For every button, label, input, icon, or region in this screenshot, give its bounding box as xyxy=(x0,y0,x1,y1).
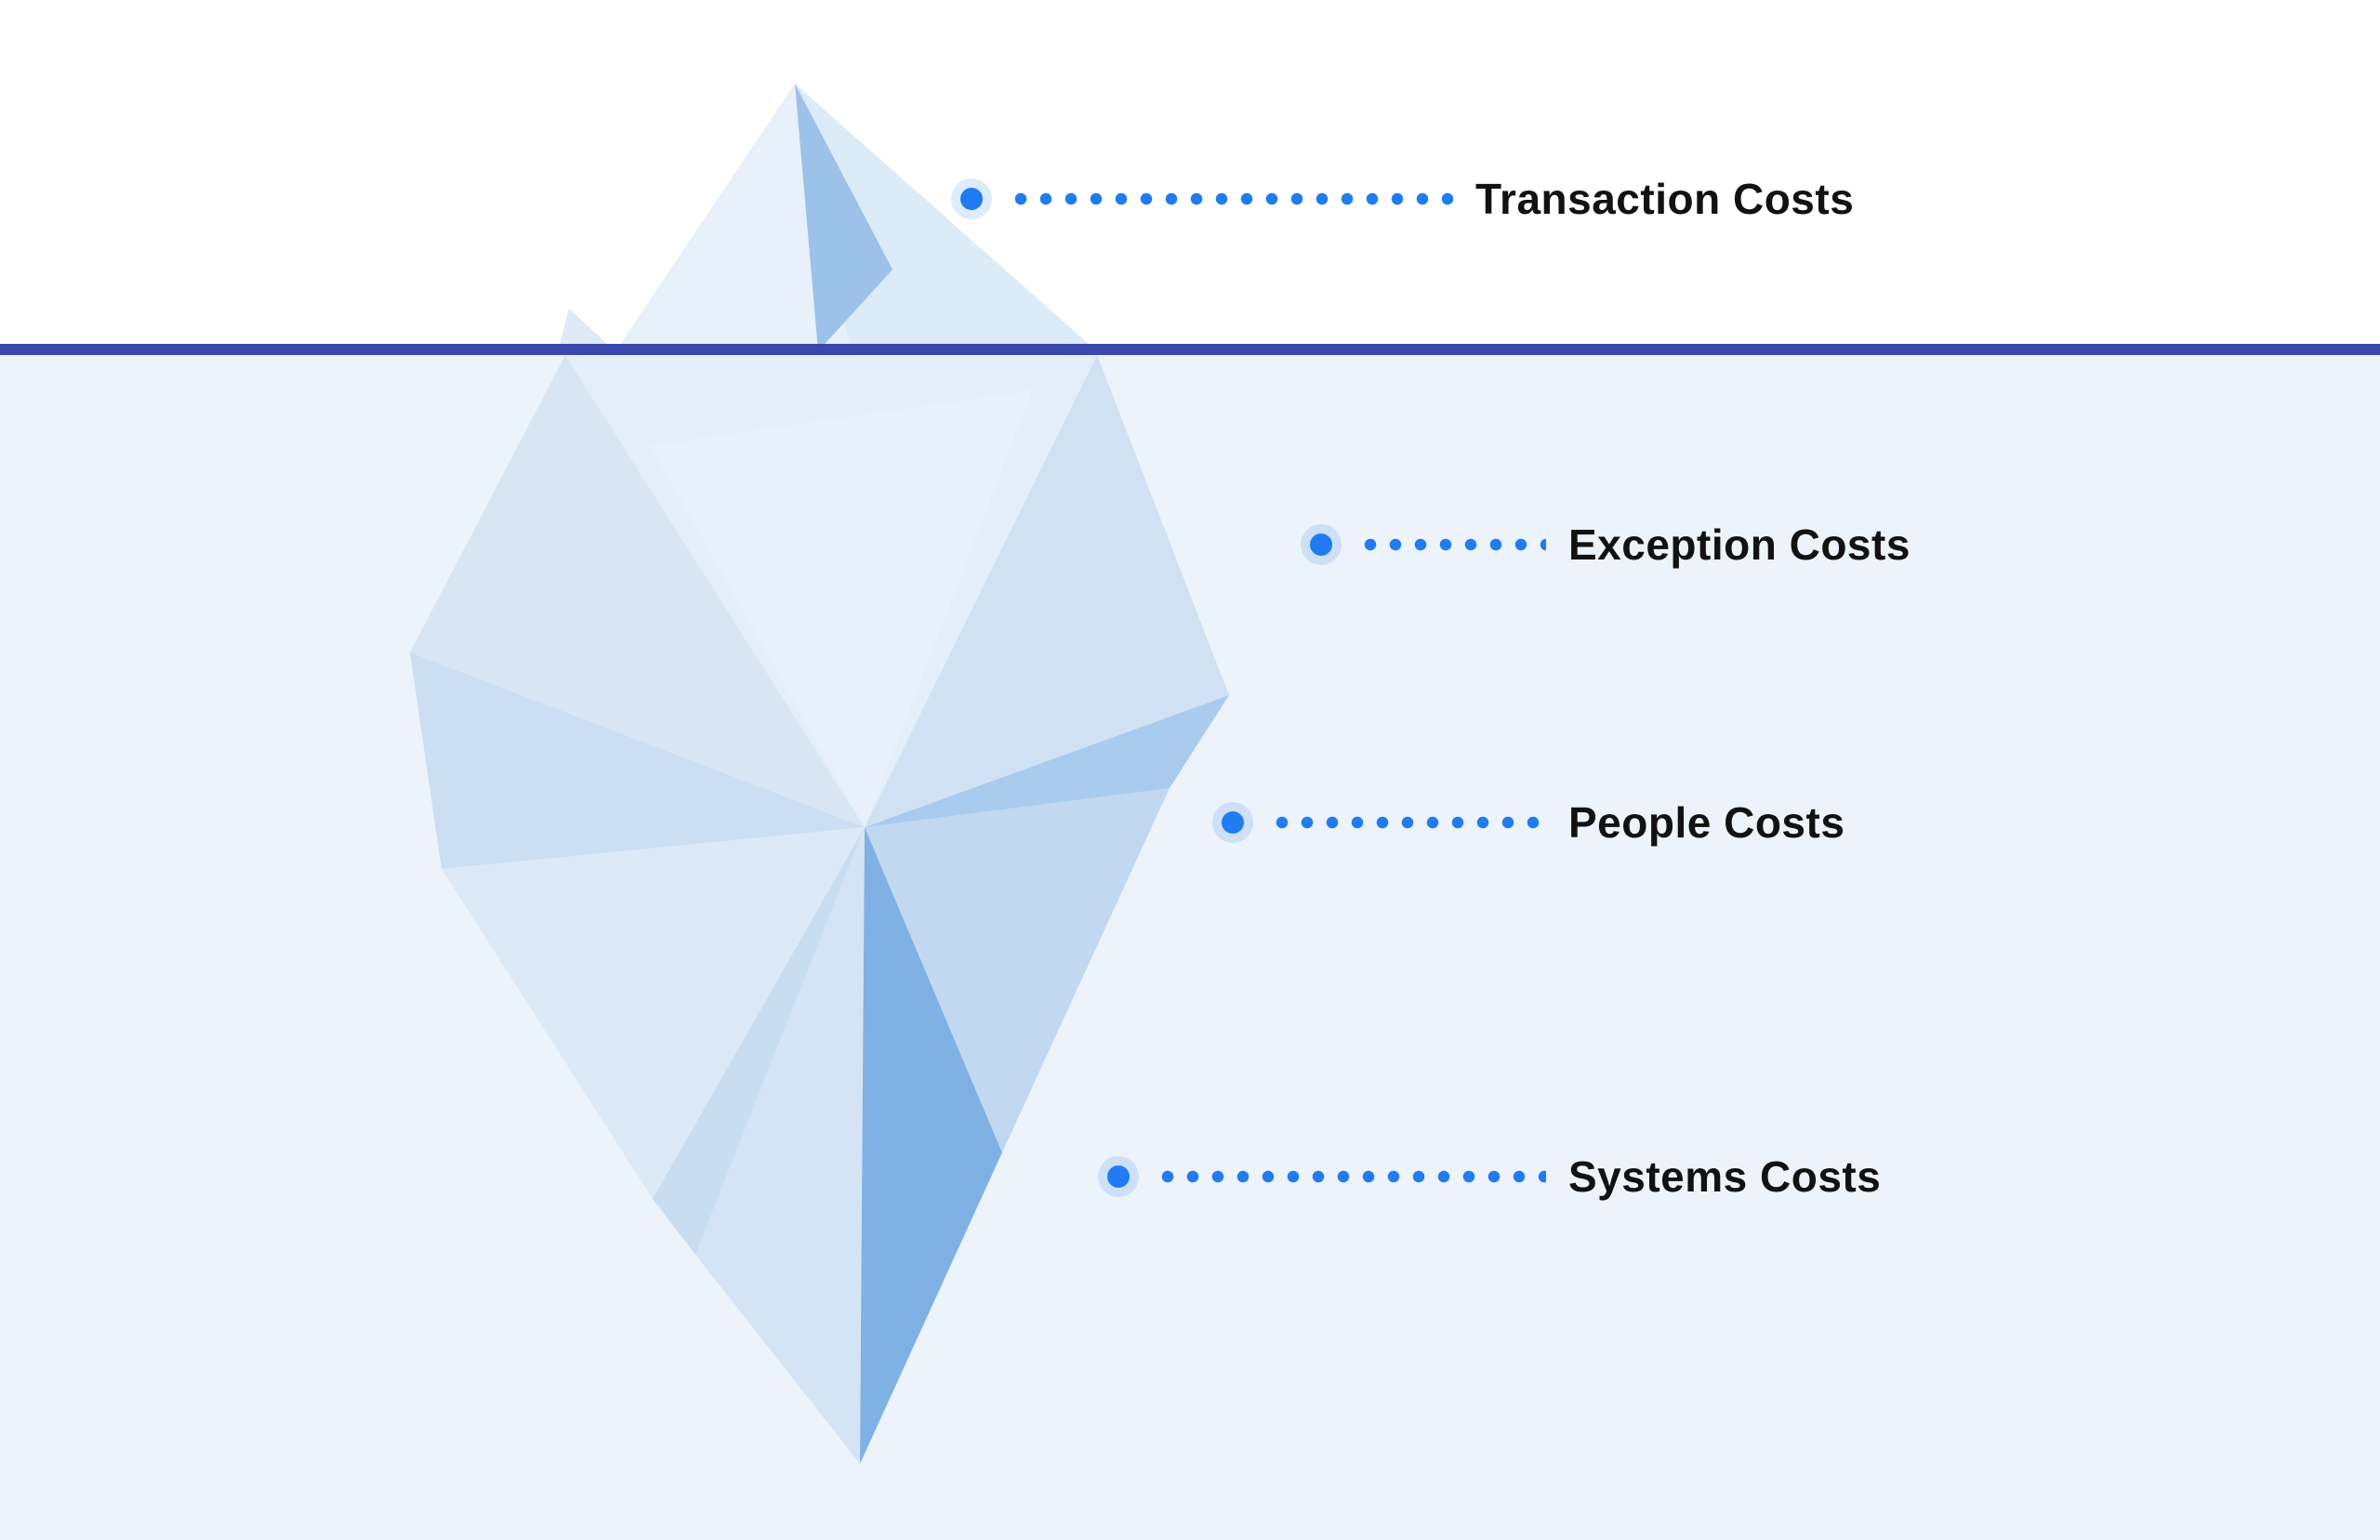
iceberg-below-water xyxy=(410,355,1229,1464)
callout-transaction-costs: Transaction Costs xyxy=(951,171,1854,227)
bullet-halo xyxy=(951,178,992,219)
callout-leader-line xyxy=(1364,538,1546,551)
callout-leader-line xyxy=(1276,816,1546,829)
bullet-dot-icon xyxy=(1310,533,1332,556)
bullet-halo xyxy=(1212,802,1253,843)
callout-label: Systems Costs xyxy=(1568,1152,1882,1201)
bullet-dot-icon xyxy=(1107,1165,1130,1188)
bullet-dot-icon xyxy=(1222,811,1244,834)
callout-leader-line xyxy=(1014,192,1453,205)
callout-label: Exception Costs xyxy=(1568,520,1911,569)
callout-leader-line xyxy=(1161,1170,1546,1183)
callout-exception-costs: Exception Costs xyxy=(1301,517,1911,573)
bullet-halo xyxy=(1098,1156,1139,1197)
callout-label: Transaction Costs xyxy=(1475,175,1855,223)
callout-systems-costs: Systems Costs xyxy=(1098,1149,1881,1204)
callout-label: People Costs xyxy=(1568,798,1845,847)
bullet-dot-icon xyxy=(960,188,983,210)
iceberg-above-water xyxy=(558,84,1097,351)
callout-people-costs: People Costs xyxy=(1212,795,1844,850)
bullet-halo xyxy=(1301,524,1342,565)
water-background xyxy=(0,355,2380,1540)
waterline-divider xyxy=(0,344,2380,355)
